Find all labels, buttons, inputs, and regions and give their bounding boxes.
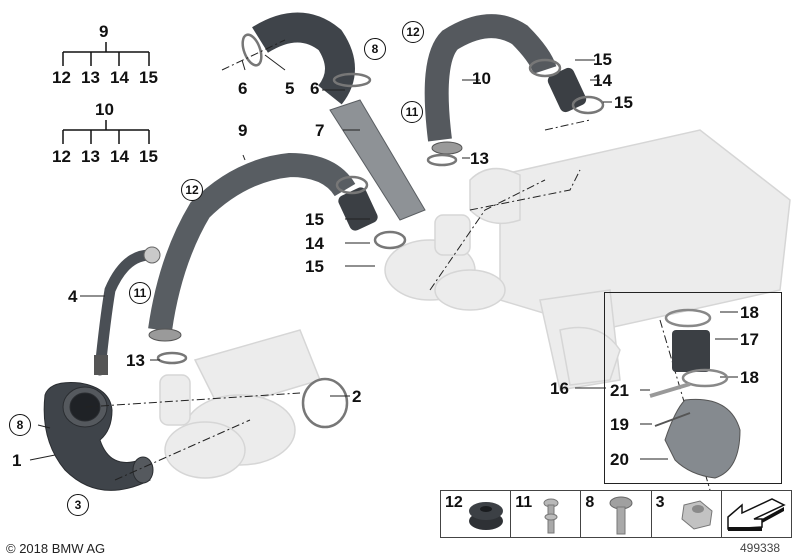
part-label-18-top[interactable]: 18 bbox=[740, 303, 759, 322]
part-label-2[interactable]: 2 bbox=[352, 387, 362, 406]
part-label-8-left[interactable]: 8 bbox=[9, 414, 31, 436]
hardware-cell-nut[interactable]: 3 bbox=[652, 491, 722, 537]
ghost-intercooler bbox=[469, 129, 791, 391]
nut-icon bbox=[681, 500, 713, 530]
part-label-20[interactable]: 20 bbox=[610, 450, 629, 469]
hardware-number: 11 bbox=[515, 494, 533, 511]
part-label-12-left[interactable]: 12 bbox=[181, 179, 203, 201]
tree-child-label: 15 bbox=[139, 147, 158, 166]
tree-parent-label: 9 bbox=[99, 22, 109, 41]
detail-inset-box bbox=[604, 292, 782, 484]
part-label-4[interactable]: 4 bbox=[68, 287, 78, 306]
part-label-14-left[interactable]: 14 bbox=[305, 234, 324, 253]
hose-4 bbox=[94, 249, 156, 376]
tree-connector bbox=[62, 120, 150, 144]
part-label-7[interactable]: 7 bbox=[315, 121, 325, 140]
tree-child-label: 14 bbox=[110, 147, 129, 166]
detail-parts bbox=[649, 308, 741, 479]
hardware-number: 12 bbox=[445, 494, 463, 511]
part-label-3[interactable]: 3 bbox=[67, 494, 89, 516]
screw-icon bbox=[543, 498, 559, 534]
part-label-10[interactable]: 10 bbox=[472, 69, 491, 88]
part-label-6-left[interactable]: 6 bbox=[238, 79, 248, 98]
tree-parent-label: 10 bbox=[95, 100, 114, 119]
part-label-13-left[interactable]: 13 bbox=[126, 351, 145, 370]
part-label-15-left-top[interactable]: 15 bbox=[305, 210, 324, 229]
clamps bbox=[156, 33, 605, 429]
hardware-number: 3 bbox=[655, 494, 665, 511]
hardware-cell-bolt[interactable]: 8 bbox=[581, 491, 652, 537]
hose-5 bbox=[252, 12, 355, 105]
part-label-1[interactable]: 1 bbox=[12, 451, 22, 470]
connector-14-left bbox=[338, 187, 378, 231]
part-label-16[interactable]: 16 bbox=[550, 379, 569, 398]
part-label-8-top[interactable]: 8 bbox=[364, 38, 386, 60]
part-label-15-right-top[interactable]: 15 bbox=[593, 50, 612, 69]
part-label-18-bottom[interactable]: 18 bbox=[740, 368, 759, 387]
hardware-cell-screw[interactable]: 11 bbox=[511, 491, 582, 537]
copyright-text: © 2018 BMW AG bbox=[6, 541, 106, 556]
part-label-6-right[interactable]: 6 bbox=[310, 79, 320, 98]
part-label-14-right[interactable]: 14 bbox=[593, 71, 612, 90]
tree-child-label: 13 bbox=[81, 68, 100, 87]
diagram-number: 499338 bbox=[740, 541, 781, 555]
leader-lines bbox=[29, 54, 738, 461]
part-label-11-left[interactable]: 11 bbox=[129, 282, 151, 304]
part-label-11-top[interactable]: 11 bbox=[401, 101, 423, 123]
hose-1 bbox=[43, 382, 154, 491]
hardware-table: 12 11 8 3 bbox=[440, 490, 792, 538]
part-label-9[interactable]: 9 bbox=[238, 121, 248, 140]
ghost-exhaust-manifold bbox=[159, 329, 322, 479]
tree-child-label: 14 bbox=[110, 68, 129, 87]
hose-9 bbox=[148, 152, 356, 332]
part-label-5[interactable]: 5 bbox=[285, 79, 295, 98]
part-label-12-top[interactable]: 12 bbox=[402, 21, 424, 43]
hardware-number: 8 bbox=[585, 494, 595, 511]
part-label-13-right[interactable]: 13 bbox=[470, 149, 489, 168]
direction-arrow-icon bbox=[727, 498, 786, 531]
grommet-icon bbox=[469, 502, 503, 530]
part-label-21[interactable]: 21 bbox=[610, 381, 629, 400]
tree-child-label: 13 bbox=[81, 147, 100, 166]
tree-child-label: 15 bbox=[139, 68, 158, 87]
hardware-cell-grommet[interactable]: 12 bbox=[441, 491, 512, 537]
bolt-icon bbox=[609, 496, 633, 535]
part-label-19[interactable]: 19 bbox=[610, 415, 629, 434]
tree-child-label: 12 bbox=[52, 68, 71, 87]
tree-connector bbox=[62, 42, 150, 66]
ghost-turbo-upper bbox=[384, 214, 506, 311]
connector-14-right bbox=[547, 67, 587, 113]
hardware-cell-arrow[interactable] bbox=[722, 491, 791, 537]
part-label-15-left-bottom[interactable]: 15 bbox=[305, 257, 324, 276]
part-label-15-right-bottom[interactable]: 15 bbox=[614, 93, 633, 112]
hose-10 bbox=[424, 14, 557, 142]
part-label-17[interactable]: 17 bbox=[740, 330, 759, 349]
tree-child-label: 12 bbox=[52, 147, 71, 166]
